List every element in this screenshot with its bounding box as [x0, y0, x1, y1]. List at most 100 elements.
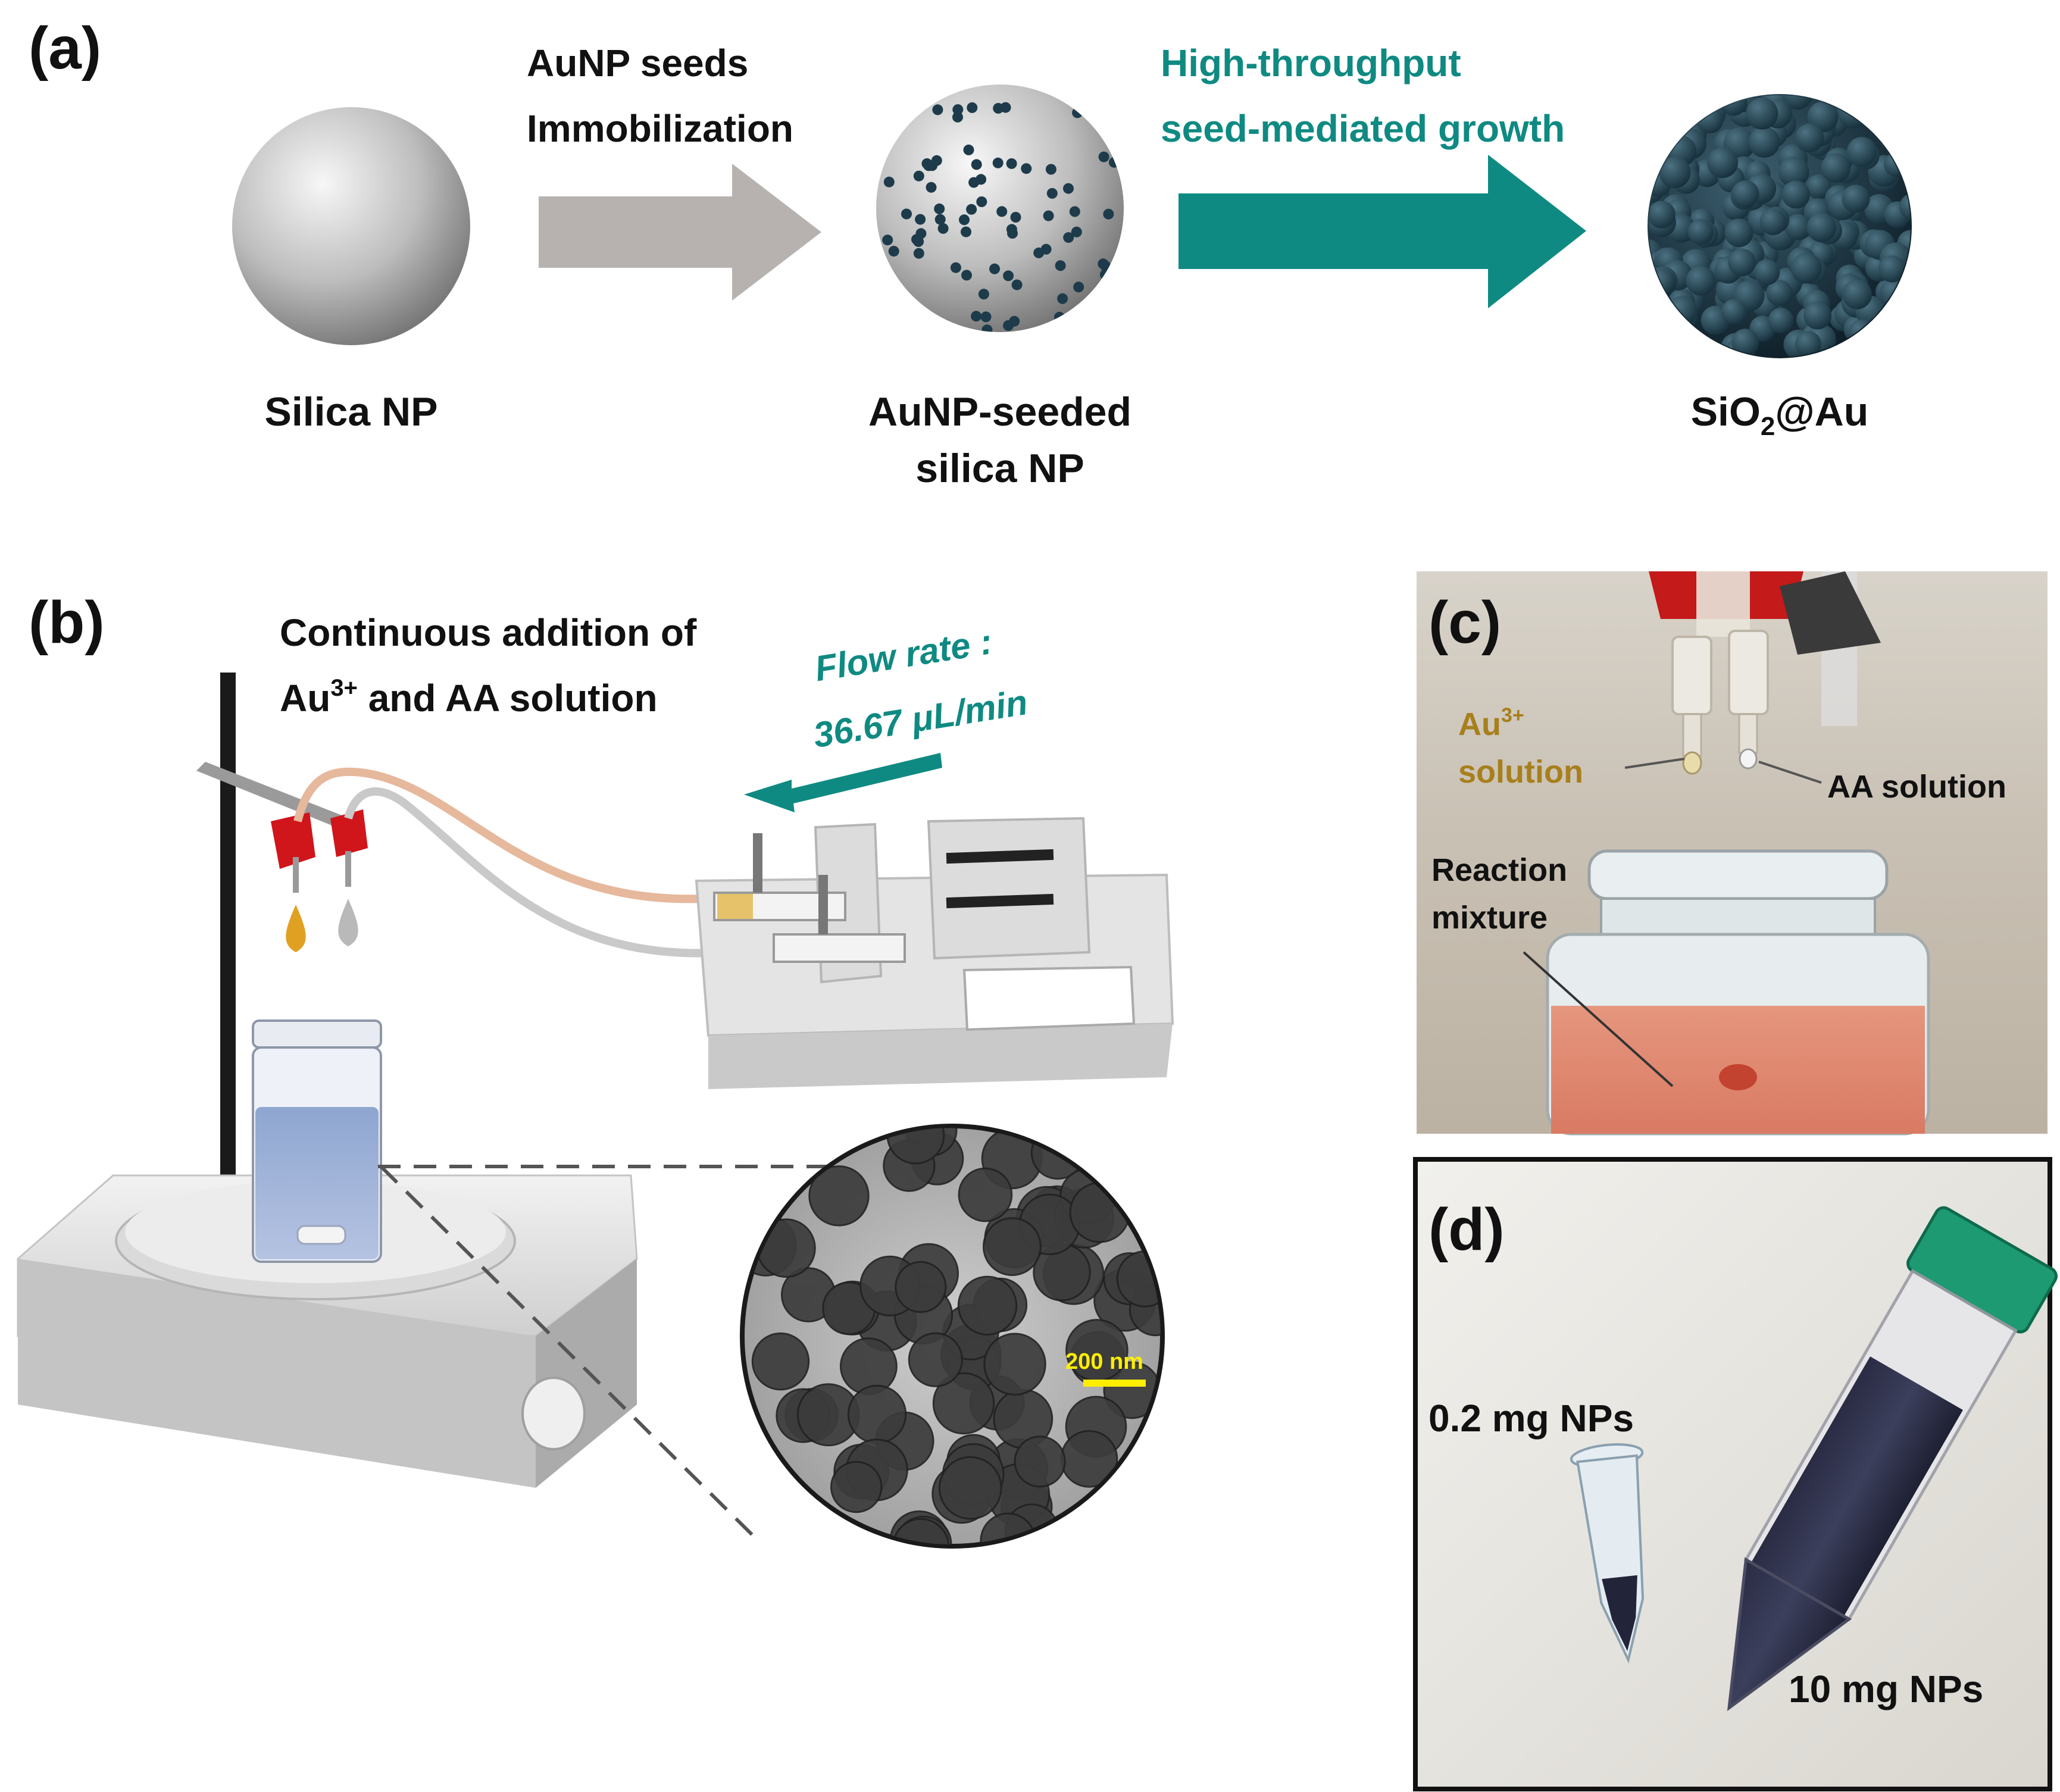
silica-np-sphere: [232, 107, 470, 345]
tem-particle: [895, 1261, 947, 1313]
au-seed-dot: [915, 228, 927, 239]
panel-a-label: (a): [29, 15, 101, 82]
panel-a: (a) Silica NP AuNP seeds Immobilization …: [29, 15, 1912, 491]
flow-direction-arrow: [744, 753, 942, 812]
panel-b-title-line2: Au3+ and AA solution: [280, 675, 658, 720]
au-seed-dot: [1006, 224, 1017, 235]
au-seed-dot: [971, 159, 982, 170]
au-seed-dot: [1045, 164, 1056, 175]
au-shell-bead: [1649, 201, 1675, 229]
au-shell-bead: [1768, 308, 1794, 333]
au-shell-bead: [1748, 126, 1780, 158]
au-seed-dot: [1069, 206, 1080, 217]
au-seed-dot: [921, 158, 933, 169]
tem-particle: [983, 1217, 1042, 1277]
au-shell-bead: [1842, 279, 1873, 309]
au-shell-bead: [1759, 208, 1787, 236]
au-seed-dot: [1071, 226, 1082, 237]
au-seed-dot: [963, 144, 974, 155]
au-seed-dot: [961, 226, 971, 237]
au-seed-dot: [1033, 247, 1045, 258]
au-seed-dot: [915, 214, 926, 225]
au-seed-dot: [1063, 232, 1074, 243]
clamp-arm: [196, 762, 357, 832]
zoom-line-bottom: [379, 1165, 755, 1537]
au-shell-bead: [1837, 97, 1869, 129]
au-seed-dot: [966, 204, 977, 215]
au-seed-dot: [926, 182, 937, 193]
au-seed-dot: [976, 196, 987, 207]
au-solution-label-line1: Au3+: [1458, 704, 1524, 742]
au-tubing: [293, 767, 703, 903]
au-shell-bead: [1884, 152, 1909, 177]
au-shell-bead: [1848, 319, 1874, 345]
tem-particle: [751, 1332, 810, 1391]
au-seed-dot: [1098, 151, 1109, 162]
au-shell-bead: [1806, 212, 1837, 243]
panel-c: (c) Au3+ solution AA solution Reaction m…: [1417, 571, 2048, 1136]
au-shell-bead: [1781, 95, 1813, 110]
au-seed-dot: [952, 111, 963, 123]
au-seed-dot: [934, 203, 945, 214]
au-seed-dot: [931, 155, 942, 166]
large-amount-label: 10 mg NPs: [1789, 1668, 1983, 1710]
step2-line2: seed-mediated growth: [1161, 107, 1565, 150]
au-seed-dot: [888, 246, 899, 257]
au-seed-dot: [937, 223, 949, 234]
panel-c-label: (c): [1428, 589, 1501, 656]
au-syringe-fluid: [717, 894, 753, 919]
small-amount-label: 0.2 mg NPs: [1428, 1397, 1634, 1440]
growth-arrow: [1179, 155, 1586, 308]
au-shell-bead: [1746, 97, 1778, 130]
tem-particle: [1116, 1250, 1161, 1308]
panel-b-title-line1: Continuous addition of: [280, 611, 697, 654]
flow-rate-line1: Flow rate :: [812, 621, 995, 689]
au-seed-dot: [932, 104, 943, 115]
au-shell-bead: [1686, 266, 1716, 296]
au-seed-dot: [913, 236, 924, 247]
syringe-2: [773, 933, 906, 963]
au-shell-bead: [1687, 219, 1714, 245]
au-seed-dot: [1043, 210, 1054, 221]
au-shell-beads: [1649, 95, 1911, 357]
au-seed-dot: [971, 311, 982, 322]
aa-solution-label: AA solution: [1827, 769, 2006, 805]
au-droplet-icon: [286, 905, 306, 952]
flow-rate-group: Flow rate : 36.67 μL/min: [811, 621, 1030, 755]
au-seed-dot: [961, 270, 972, 281]
step2-line1: High-throughput: [1161, 42, 1461, 85]
au-seed-dot: [993, 103, 1004, 114]
au-shell-bead: [1696, 107, 1724, 134]
au-shell-bead: [1781, 180, 1810, 209]
au-seed-dot: [980, 311, 992, 323]
au-shell-bead: [1778, 157, 1809, 187]
au-seed-dot: [959, 214, 970, 226]
seeded-np-label-line2: silica NP: [915, 446, 1084, 491]
au-seed-dot: [1055, 260, 1066, 271]
panel-d: (d) 0.2 mg NPs 10 mg NPs: [1413, 1157, 2058, 1791]
au-seed-dot: [913, 170, 924, 182]
au-shell-bead: [1806, 174, 1831, 199]
au-shell-bead: [1731, 329, 1759, 356]
au-shell-bead: [1659, 157, 1691, 189]
tem-particle: [892, 1518, 950, 1544]
flow-rate-line2: 36.67 μL/min: [811, 682, 1030, 755]
au-seed-dot: [992, 157, 1004, 168]
tem-particle: [1014, 1436, 1066, 1488]
immobilization-arrow: [539, 164, 821, 301]
au-shell-bead: [1731, 180, 1759, 208]
seeded-np-label-line1: AuNP-seeded: [868, 389, 1131, 434]
au-shell-bead: [1899, 193, 1911, 221]
au-seed-dot: [1046, 187, 1058, 199]
au-shell-bead: [1728, 248, 1756, 277]
stir-knob: [521, 1377, 586, 1450]
au-seed-dot: [1108, 157, 1120, 168]
needle-right: [345, 851, 351, 887]
au-seed-dot: [1103, 208, 1114, 220]
stand-rod: [220, 673, 236, 1232]
reaction-mixture-line1: Reaction: [1431, 852, 1567, 888]
au-shell-bead: [1795, 123, 1824, 152]
needle-left: [293, 857, 299, 893]
au-seed-dot: [883, 176, 895, 187]
au-shell-bead: [1878, 255, 1906, 283]
